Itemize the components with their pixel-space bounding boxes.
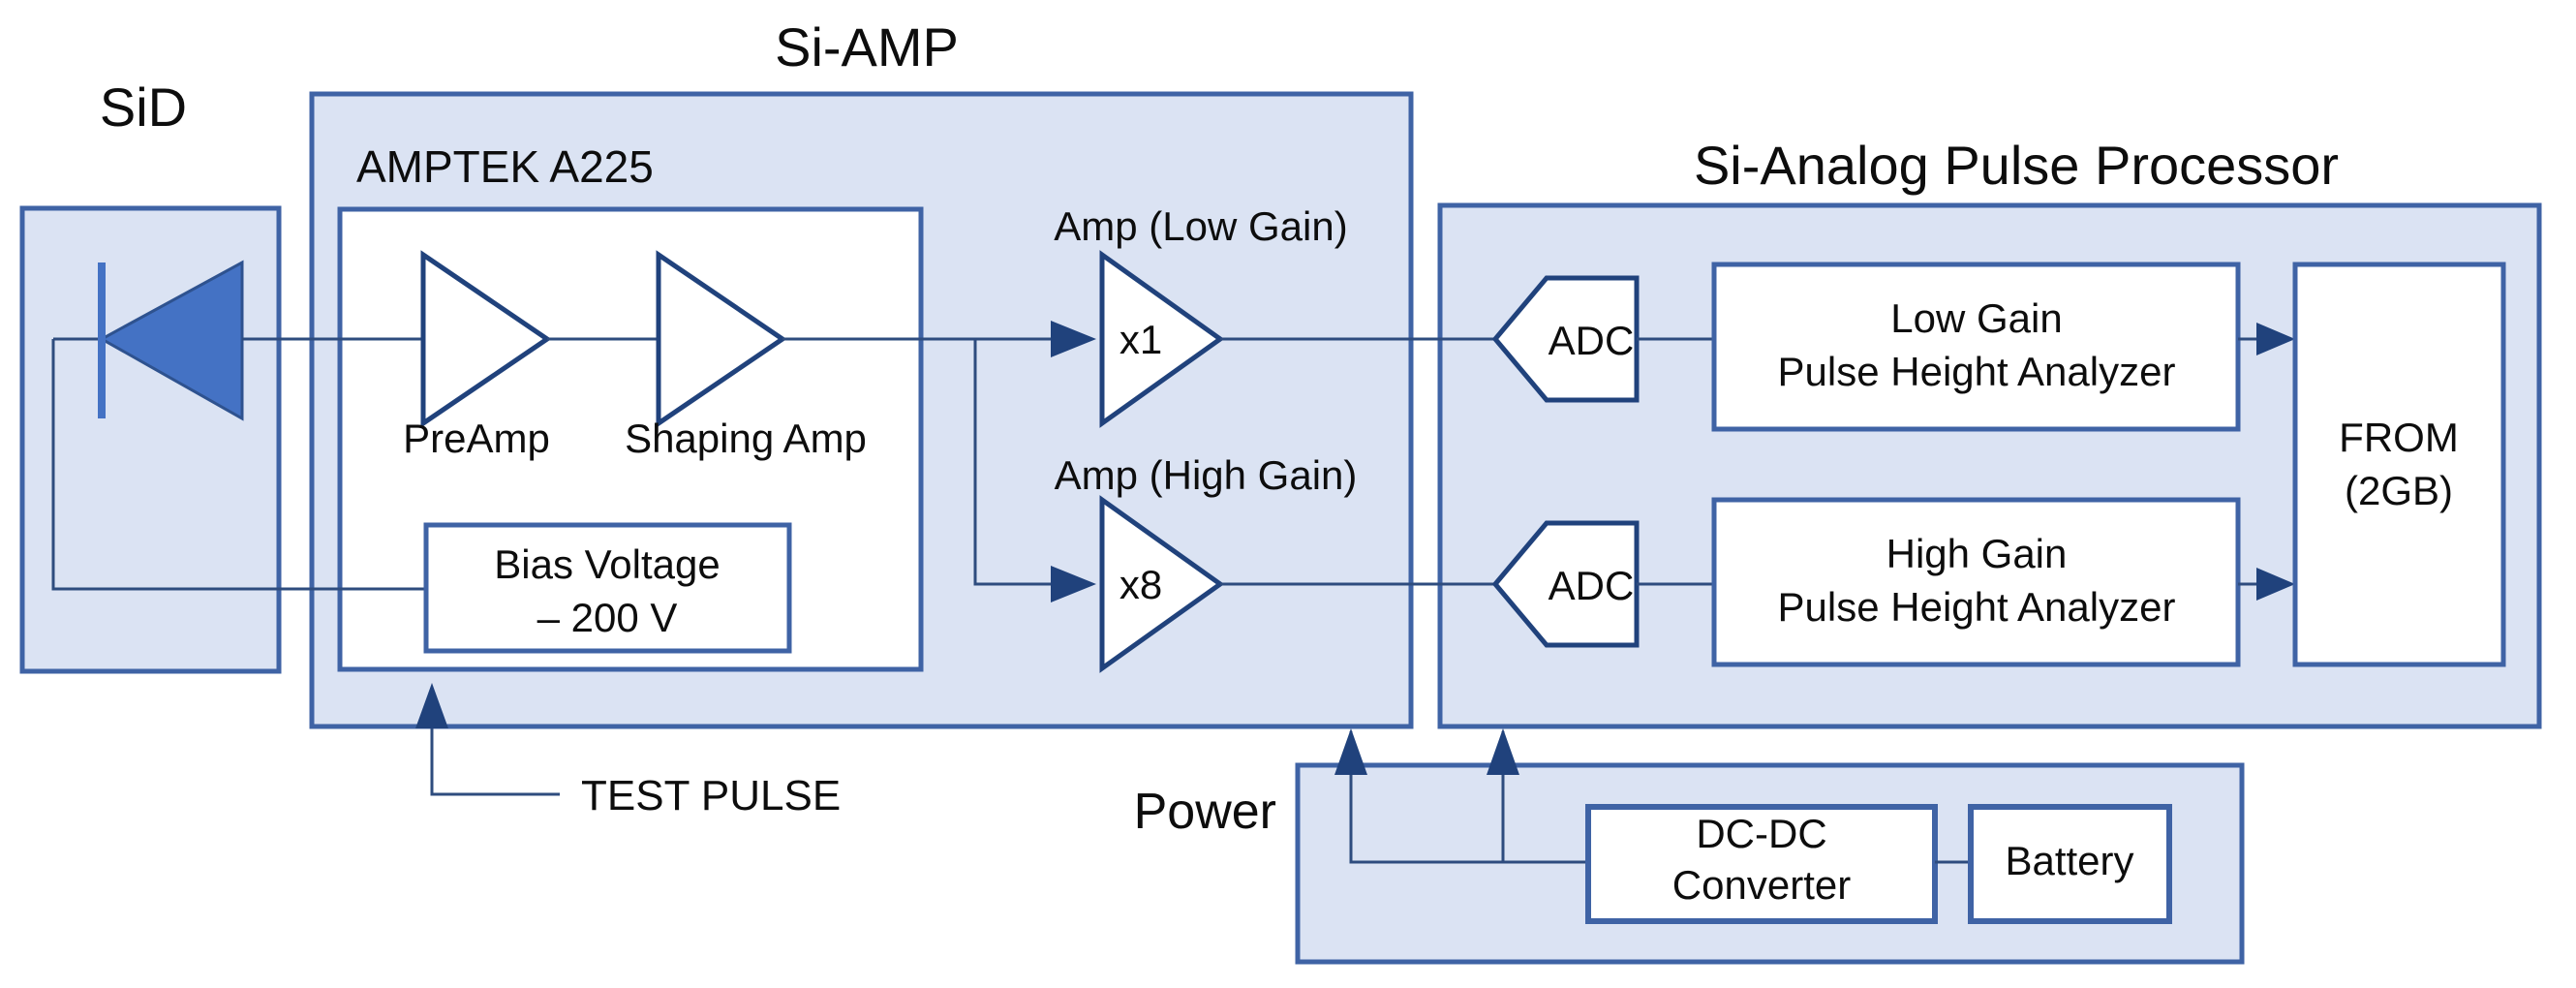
power-rail-to-processor (1487, 728, 1588, 864)
amp-low-gain-symbol[interactable]: Amp (Low Gain) x1 (1051, 203, 1348, 428)
amp-high-gain-symbol[interactable]: Amp (High Gain) x8 (1051, 452, 1358, 673)
adc-high-node[interactable]: ADC (1491, 520, 1640, 648)
wire-bias-return (51, 339, 426, 591)
battery-label: Battery (2005, 838, 2133, 883)
arrowhead-right-icon (1051, 566, 1096, 602)
wire-pha-low-to-memory (2238, 323, 2295, 355)
arrowhead-right-icon (1051, 321, 1096, 357)
amplifier-triangle-icon (656, 250, 787, 428)
amplifier-triangle-icon (1099, 250, 1225, 428)
pha-low-node[interactable]: Low Gain Pulse Height Analyzer (1711, 262, 2241, 432)
pha-low-box (1711, 262, 2241, 432)
bias-voltage-line2: – 200 V (537, 595, 678, 640)
dcdc-line1: DC-DC (1696, 811, 1826, 856)
amp-low-gain-caption: Amp (Low Gain) (1054, 203, 1347, 249)
amplifier-triangle-icon (1099, 495, 1225, 673)
bias-voltage-line1: Bias Voltage (494, 541, 721, 587)
adc-pentagon-icon (1491, 275, 1640, 403)
preamp-caption: PreAmp (403, 416, 550, 461)
pulse-processor-title: Si-Analog Pulse Processor (1694, 135, 2339, 196)
wire-pha-high-to-memory (2238, 568, 2295, 601)
adc-low-label: ADC (1549, 318, 1635, 363)
amplifier-triangle-icon (420, 250, 552, 428)
amp-low-gain-value: x1 (1119, 317, 1162, 362)
si-amp-title: Si-AMP (775, 16, 959, 77)
shaping-amp-caption: Shaping Amp (625, 416, 867, 461)
amp-high-gain-caption: Amp (High Gain) (1055, 452, 1358, 498)
memory-line1: FROM (2339, 415, 2459, 460)
dcdc-converter-box (1585, 804, 1938, 924)
wire-test-pulse (430, 725, 560, 796)
amp-high-gain-value: x8 (1119, 562, 1162, 607)
battery-box (1968, 804, 2172, 924)
amptek-group-label: AMPTEK A225 (356, 141, 654, 192)
pha-high-node[interactable]: High Gain Pulse Height Analyzer (1711, 497, 2241, 667)
arrowhead-right-icon (2256, 568, 2295, 601)
arrowhead-up-icon (1487, 728, 1519, 775)
pha-low-line2: Pulse Height Analyzer (1778, 349, 2176, 394)
adc-low-node[interactable]: ADC (1491, 275, 1640, 403)
memory-line2: (2GB) (2345, 468, 2453, 513)
shaping-amp-symbol[interactable]: Shaping Amp (625, 250, 867, 461)
test-pulse-connector[interactable]: TEST PULSE (415, 683, 841, 819)
pha-high-line2: Pulse Height Analyzer (1778, 584, 2176, 630)
memory-node[interactable]: FROM (2GB) (2292, 262, 2506, 667)
dcdc-converter-node[interactable]: DC-DC Converter (1585, 804, 1938, 924)
adc-high-label: ADC (1549, 563, 1635, 608)
arrowhead-up-icon (1334, 728, 1367, 775)
pha-high-line1: High Gain (1886, 531, 2068, 576)
memory-box (2292, 262, 2506, 667)
arrowhead-up-icon (415, 683, 448, 728)
adc-pentagon-icon (1491, 520, 1640, 648)
test-pulse-label: TEST PULSE (581, 772, 841, 819)
battery-node[interactable]: Battery (1968, 804, 2172, 924)
arrowhead-right-icon (2256, 323, 2295, 355)
bias-voltage-box (423, 522, 792, 654)
pha-high-box (1711, 497, 2241, 667)
preamp-symbol[interactable]: PreAmp (403, 250, 552, 461)
pha-low-line1: Low Gain (1890, 295, 2062, 341)
power-title: Power (1134, 784, 1276, 840)
sid-title: SiD (100, 77, 187, 138)
bias-voltage-node[interactable]: Bias Voltage – 200 V (423, 522, 792, 654)
dcdc-line2: Converter (1672, 862, 1851, 908)
wire-split-to-high-gain (973, 339, 1051, 586)
